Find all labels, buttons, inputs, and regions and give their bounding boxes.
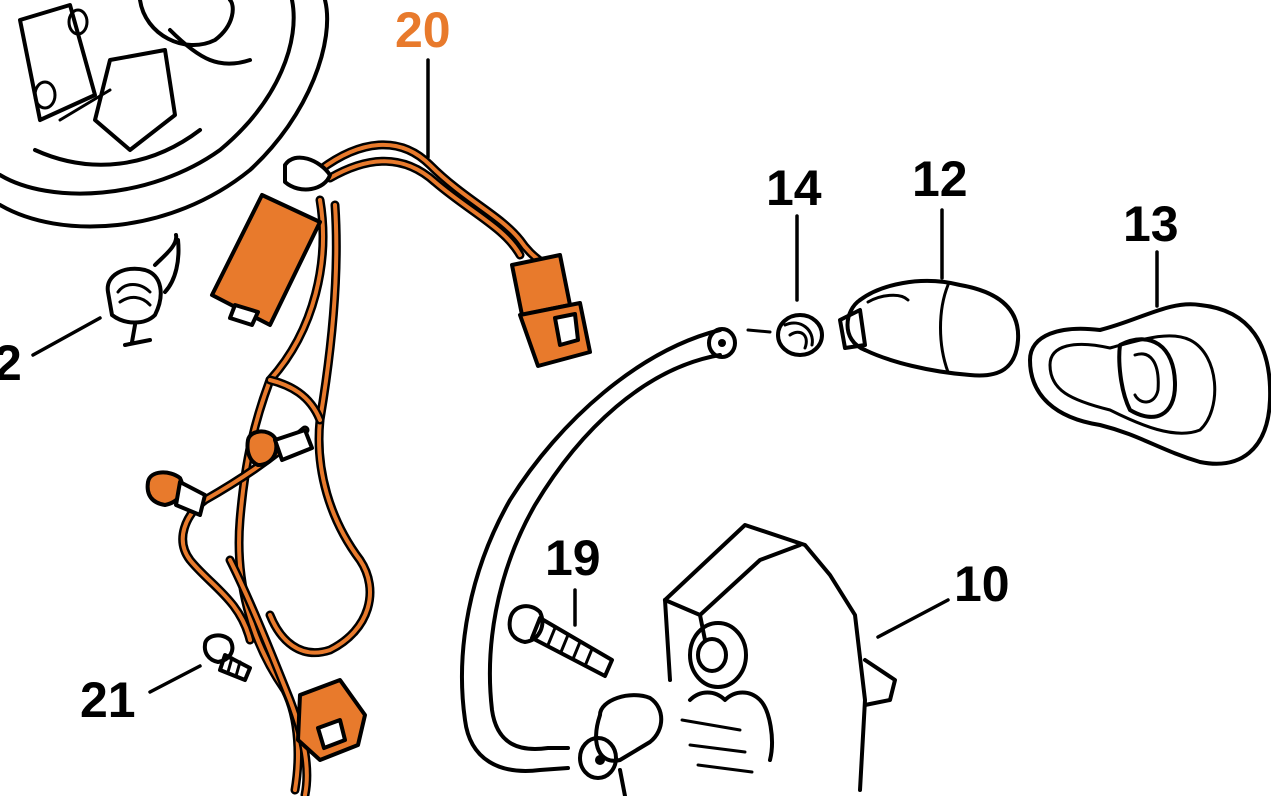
label-part-21: 21	[80, 672, 136, 728]
screw-part-21	[202, 633, 252, 682]
label-part-20: 20	[395, 2, 451, 58]
leader-2	[31, 316, 102, 357]
label-part-12: 12	[912, 151, 968, 207]
label-part-13: 13	[1123, 196, 1179, 252]
label-part-19: 19	[545, 530, 601, 586]
flywheel	[0, 0, 330, 229]
spark-plug-lead	[460, 327, 737, 773]
leader-21	[148, 664, 202, 694]
spark-plug-boot-part-12	[838, 278, 1021, 378]
screw-part-19	[507, 604, 614, 678]
wiring-harness-part-20	[145, 140, 592, 796]
label-part-2: 2	[0, 335, 22, 391]
rubber-cover-part-13	[1028, 302, 1271, 466]
ignition-module-part-10	[578, 523, 897, 796]
label-part-10: 10	[954, 556, 1010, 612]
spring-part-14	[746, 313, 824, 357]
leader-10	[876, 598, 950, 639]
clip-part-2	[105, 233, 181, 347]
label-part-14: 14	[766, 160, 822, 216]
